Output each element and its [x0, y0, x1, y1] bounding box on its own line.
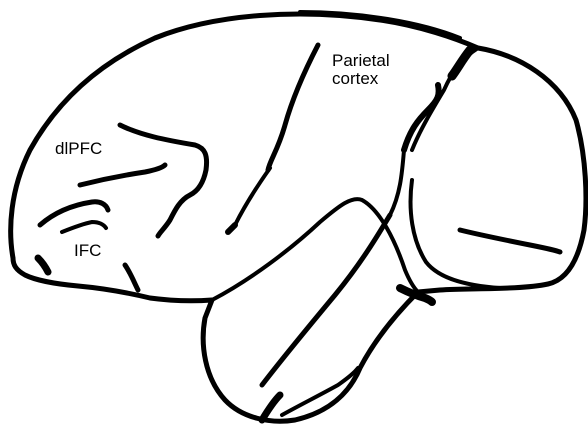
lunate-sulcus: [460, 230, 560, 252]
occipital-boundary: [412, 48, 478, 150]
parietal-cortex-label: Parietal cortex: [332, 52, 390, 88]
arcuate-sulcus: [120, 125, 207, 236]
superior-temporal-sulcus: [262, 215, 390, 385]
ifc-label: IFC: [74, 242, 101, 260]
intraparietal-sulcus: [268, 45, 318, 170]
parietal-label-line1: Parietal: [332, 52, 390, 70]
parietal-label-line2: cortex: [332, 70, 390, 88]
dlpfc-label: dlPFC: [55, 140, 102, 158]
central-sulcus: [235, 168, 270, 225]
brain-outline: [11, 14, 586, 421]
principal-sulcus: [80, 165, 165, 185]
